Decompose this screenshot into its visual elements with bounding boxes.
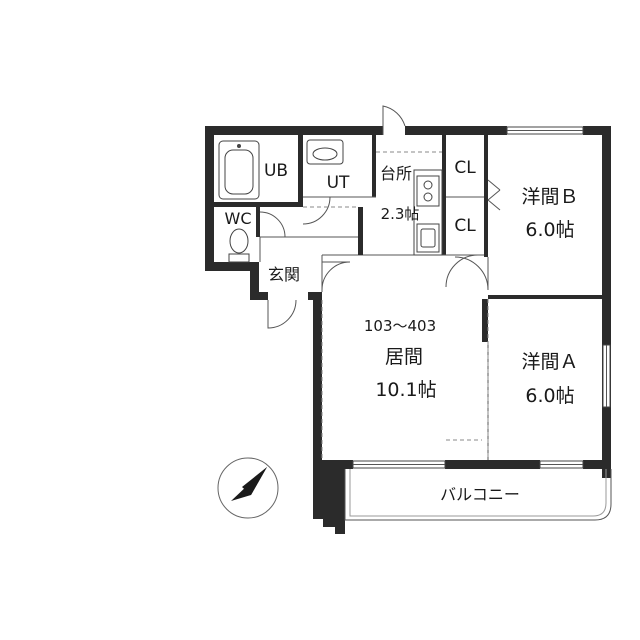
toilet xyxy=(228,228,250,263)
room-label-ut: UT xyxy=(327,173,350,193)
room-label-ub: UB xyxy=(264,161,288,181)
room-label-bedroom-a: 洋間Ａ xyxy=(521,351,578,373)
kitchen-counter xyxy=(413,169,443,256)
room-label-closet-2: CL xyxy=(454,216,476,236)
room-label-kitchen: 台所 xyxy=(380,164,412,183)
room-label-wc: WC xyxy=(225,209,252,228)
room-size-bedroom-a: 6.0帖 xyxy=(525,385,574,407)
room-size-living: 10.1帖 xyxy=(375,379,436,401)
balcony xyxy=(344,469,612,521)
room-label-living: 居間 xyxy=(385,346,423,368)
dashed-lines xyxy=(303,151,489,460)
room-label-bedroom-b: 洋間Ｂ xyxy=(521,186,578,208)
room-label-closet-1: CL xyxy=(454,158,476,178)
room-label-entrance: 玄関 xyxy=(268,265,300,284)
room-label-balcony: バルコニー xyxy=(440,485,520,504)
doors xyxy=(259,105,501,329)
kitchen-stove xyxy=(416,175,440,207)
room-size-bedroom-b: 6.0帖 xyxy=(525,219,574,241)
outer-walls xyxy=(205,126,611,534)
washbasin xyxy=(306,139,344,165)
interior-partitions xyxy=(214,135,602,460)
bathtub xyxy=(218,140,260,200)
kitchen-sink xyxy=(416,223,440,253)
unit-range: 103～403 xyxy=(364,317,436,335)
room-size-kitchen: 2.3帖 xyxy=(381,205,420,223)
north-arrow-icon xyxy=(217,457,279,519)
windows xyxy=(352,126,611,469)
